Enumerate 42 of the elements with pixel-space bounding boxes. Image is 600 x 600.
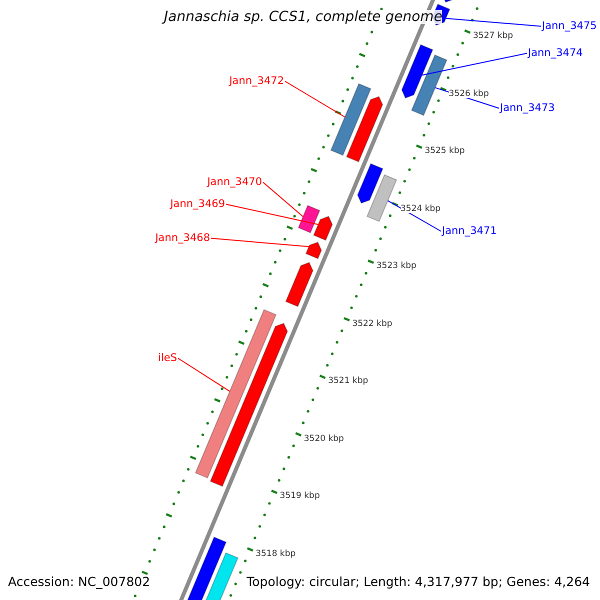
- gene-label: Jann_3471: [442, 226, 497, 236]
- gene-feature: [194, 309, 277, 479]
- gene-feature: [305, 242, 322, 260]
- scale-label: 3527 kbp: [473, 32, 514, 40]
- scale-label: 3523 kbp: [376, 262, 416, 270]
- leader-line: [178, 358, 230, 392]
- accession-text: Accession: NC_007802: [8, 576, 150, 588]
- leader-line: [422, 52, 528, 76]
- gene-feature: [366, 174, 398, 222]
- leader-line: [445, 18, 542, 27]
- leader-line: [262, 182, 304, 218]
- scale-label: 3518 kbp: [256, 550, 296, 558]
- genome-summary: Topology: circular; Length: 4,317,977 bp; Genes: 4,264: [246, 576, 590, 588]
- gene-feature: [313, 216, 333, 241]
- gene-feature: [346, 96, 384, 162]
- leader-line: [284, 80, 346, 118]
- gene-feature: [410, 54, 448, 116]
- gene-label: Jann_3470: [207, 177, 262, 188]
- gene-feature: [210, 322, 288, 487]
- gene-label: Jann_3468: [155, 233, 210, 244]
- gene-feature: [285, 262, 314, 308]
- gene-feature: [357, 163, 384, 204]
- scale-label: 3522 kbp: [352, 320, 392, 328]
- gene-label: Jann_3474: [528, 48, 583, 58]
- title: Jannaschia sp. CCS1, complete genome: [164, 10, 442, 24]
- gene-feature: [401, 44, 434, 99]
- scale-label: 3520 kbp: [304, 434, 344, 444]
- gene-feature: [330, 83, 372, 156]
- scale-label: 3519 kbp: [280, 492, 320, 501]
- leader-line: [210, 238, 310, 248]
- scale-label: 3525 kbp: [424, 147, 465, 156]
- gene-label: Jann_3475: [542, 21, 597, 32]
- gene-label: ileS: [158, 353, 177, 364]
- gene-feature: [298, 204, 320, 234]
- leader-line: [387, 200, 442, 232]
- gene-label: Jann_3472: [229, 76, 284, 86]
- scale-label: 3524 kbp: [400, 204, 441, 213]
- leader-line: [226, 204, 319, 226]
- scale-label: 3526 kbp: [448, 90, 489, 98]
- gene-label: Jann_3473: [500, 103, 555, 114]
- scale-label: 3521 kbp: [328, 377, 368, 386]
- gene-label: Jann_3469: [170, 199, 225, 210]
